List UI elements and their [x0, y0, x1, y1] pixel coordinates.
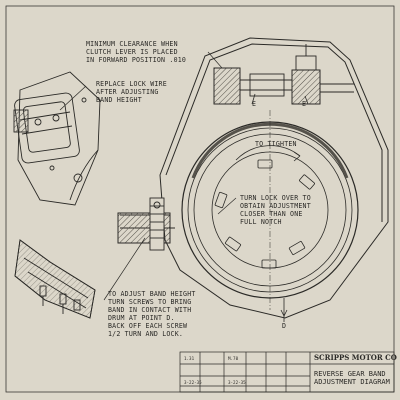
clearance-note: MINIMUM CLEARANCE WHEN CLUTCH LEVER IS P… [86, 40, 187, 64]
leader-lines [59, 51, 237, 301]
lock-wire-note: REPLACE LOCK WIRE AFTER ADJUSTING BAND H… [96, 80, 167, 104]
point-e-left-label: E [252, 100, 257, 108]
title-block-grid [179, 351, 395, 393]
point-d-label: D [282, 322, 287, 330]
company-name: SCRIPPS MOTOR CO [314, 353, 397, 362]
turn-lock-note: TURN LOCK OVER TO OBTAIN ADJUSTMENT CLOS… [240, 194, 311, 226]
lock-wire-detail-view [13, 71, 101, 206]
title-block-date-1: 3-22-35 [184, 380, 202, 385]
point-e-markers [251, 93, 309, 105]
title-block-date-2: 3-22-35 [228, 380, 246, 385]
point-d-marker [280, 298, 288, 322]
drawing-title: REVERSE GEAR BAND ADJUSTMENT DIAGRAM [314, 370, 390, 386]
adjusting-screw-block [117, 197, 171, 251]
title-block-cell-2: M.70 [228, 356, 239, 361]
top-bolt-assembly [213, 44, 354, 105]
to-tighten-label: TO TIGHTEN [255, 140, 297, 148]
title-block-cell-1: 1.31 [184, 356, 195, 361]
tighten-arrow [235, 145, 301, 162]
sheet-border [5, 5, 395, 393]
brake-drum-assembly [181, 110, 359, 310]
band-screw-detail-view [14, 239, 96, 319]
point-e-right-label: E [302, 100, 307, 108]
adjust-band-note: TO ADJUST BAND HEIGHT TURN SCREWS TO BRI… [108, 290, 196, 338]
